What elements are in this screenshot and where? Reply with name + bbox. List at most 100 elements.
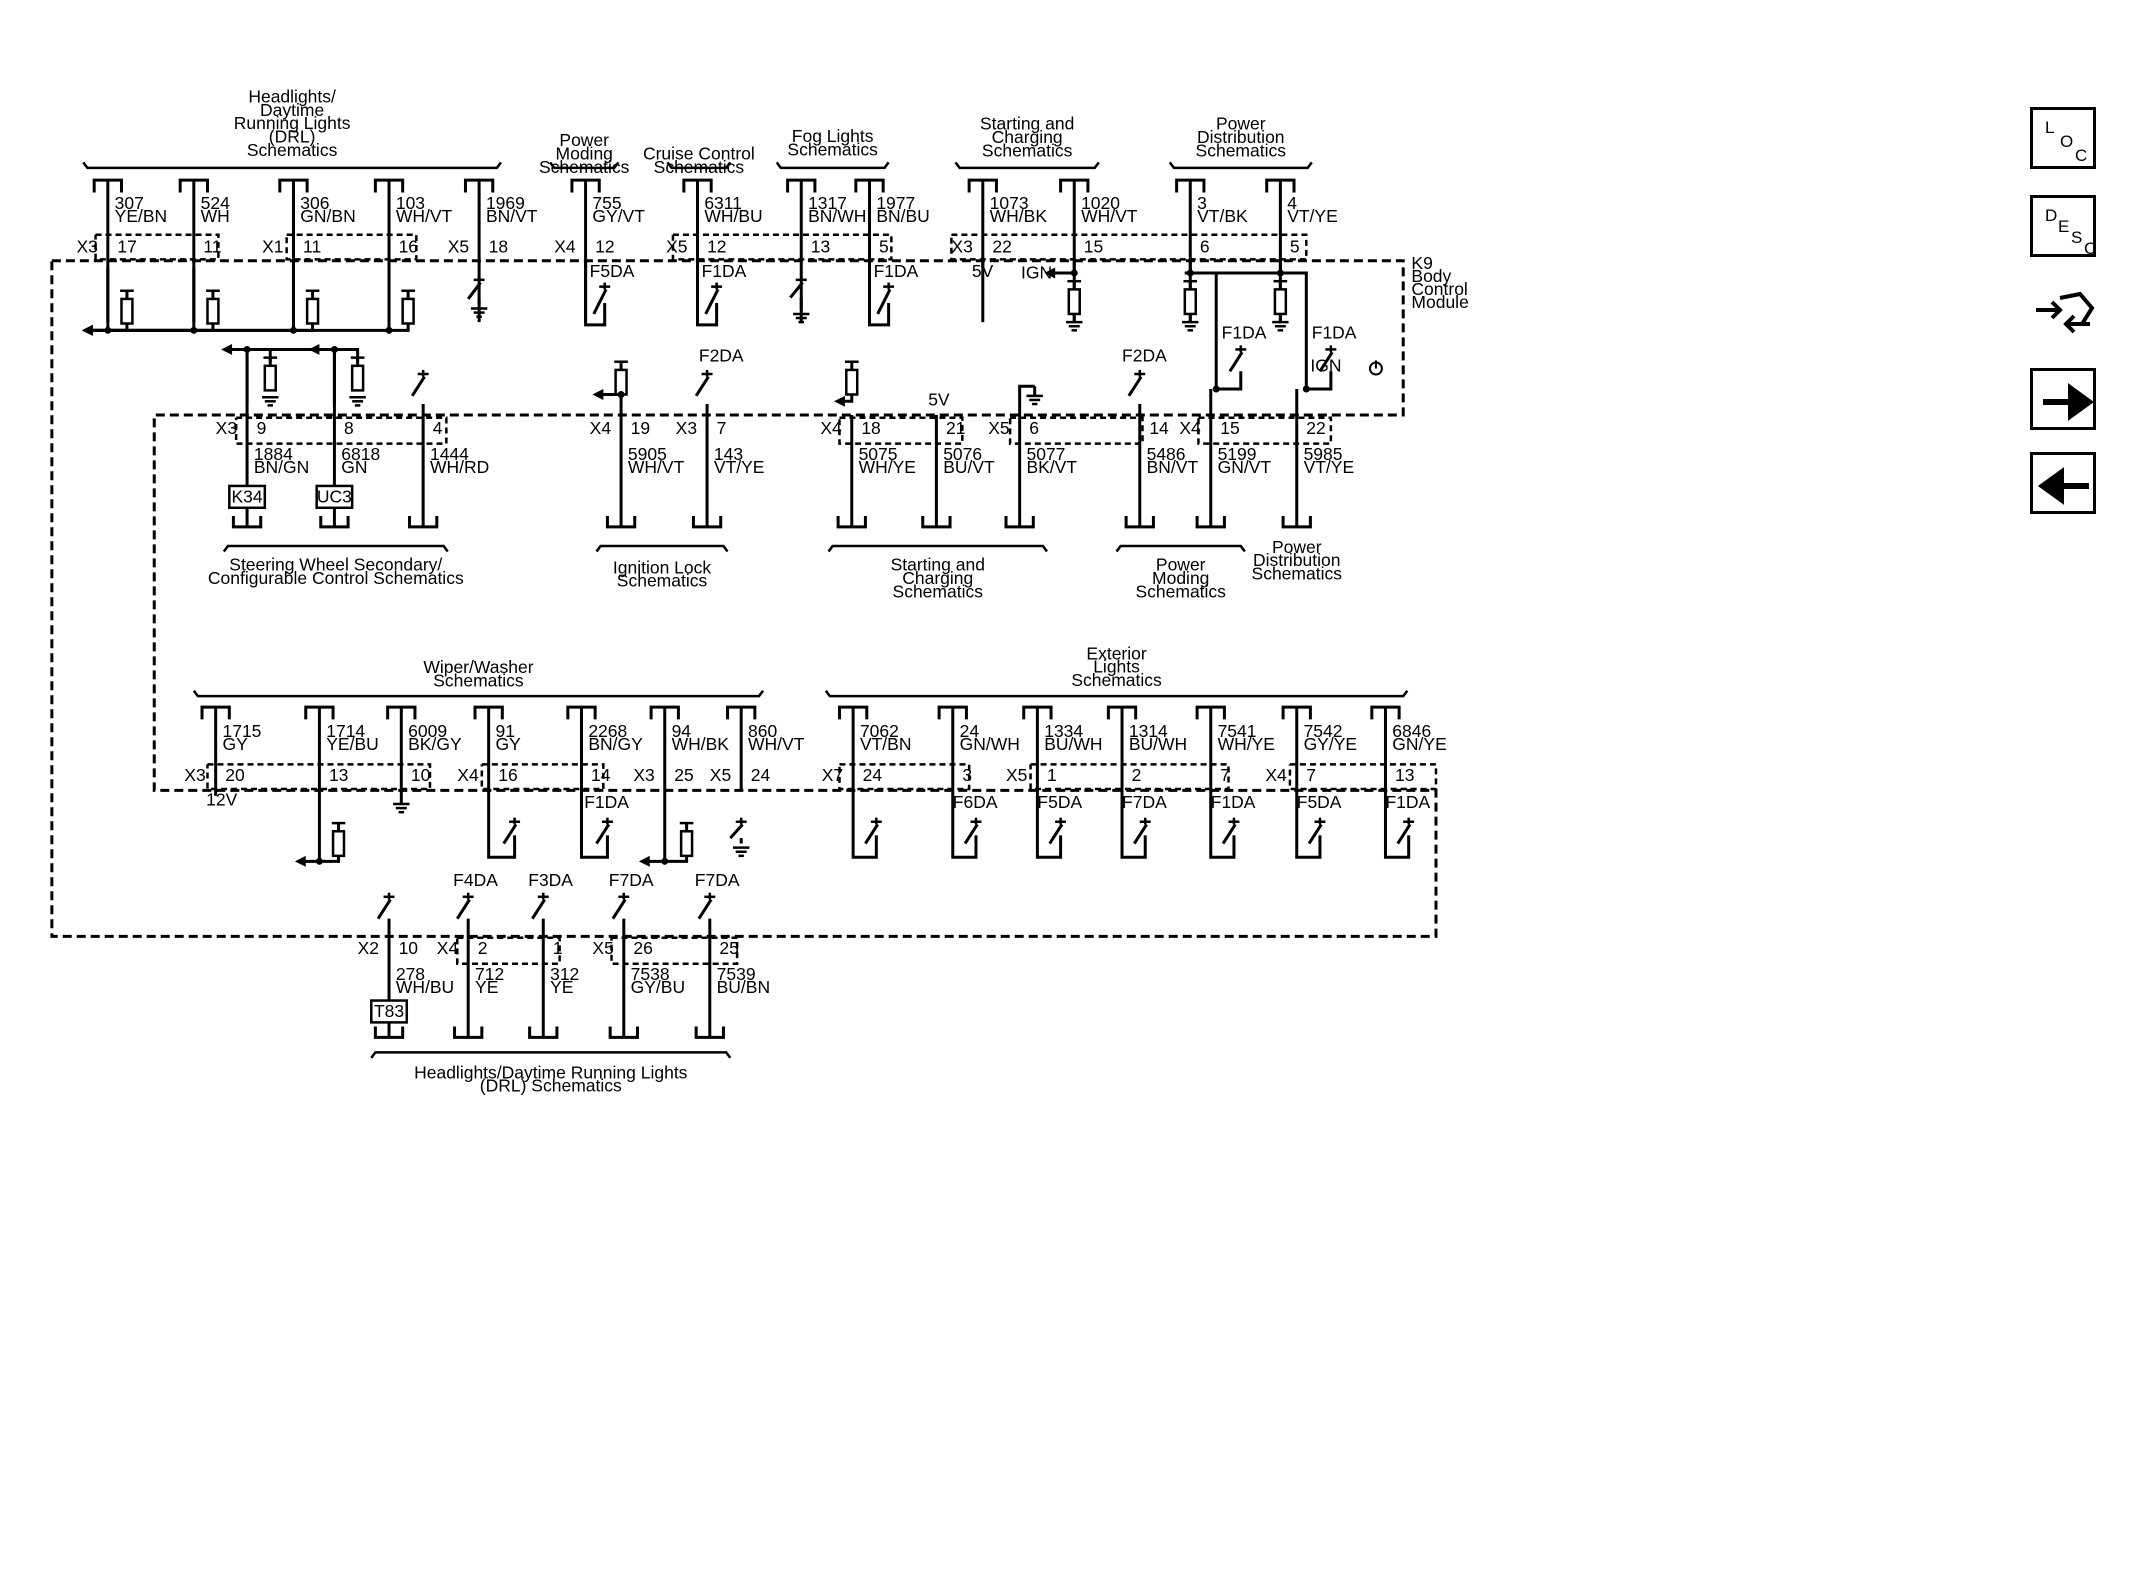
terminal-icon [319, 515, 350, 529]
group-label: Headlights/Daytime Running Lights [414, 1062, 688, 1082]
ground-icon [733, 846, 750, 858]
wire [376, 898, 392, 920]
brace-g_drl_top [82, 161, 502, 170]
arrow-left-icon [1044, 267, 1056, 279]
group-label: Schematics [893, 581, 984, 601]
fuse-label: F1DA [1312, 323, 1357, 343]
resistor-body [614, 368, 628, 396]
resistor-icon [350, 356, 365, 392]
group-label: Power [1156, 555, 1206, 575]
arrow-left-icon [834, 395, 845, 407]
circuit-number: 103 [396, 193, 425, 213]
group-label: Charging [992, 127, 1063, 147]
resistor-icon [263, 356, 278, 392]
connector-id: X5 [710, 765, 731, 785]
circuit-number: 1073 [990, 193, 1029, 213]
wire [234, 416, 448, 445]
connector-tool-icon[interactable] [2030, 284, 2096, 346]
resistor-icon [1183, 279, 1198, 316]
brace-g_ww_low [192, 689, 765, 698]
wire [456, 898, 471, 920]
prev-arrow-icon[interactable] [2030, 452, 2096, 514]
brace-g_cc_top [666, 161, 732, 170]
pin-number: 15 [1084, 237, 1103, 257]
wire-color: VT/YE [714, 457, 765, 477]
wire [90, 267, 196, 332]
wire [94, 233, 220, 261]
group-label: (DRL) [269, 127, 316, 147]
side-button-letter: L [2045, 118, 2055, 137]
wire [1018, 384, 1035, 405]
wire [1115, 544, 1246, 553]
resistor-body [845, 368, 859, 396]
wire-color: GN [341, 457, 367, 477]
wire-color: GY/BU [631, 977, 685, 997]
splice-dot [315, 857, 323, 865]
circuit-number: 7539 [717, 964, 756, 984]
circuit-number: 94 [672, 721, 692, 741]
side-button-letter: O [2060, 132, 2074, 151]
switch-icon [697, 892, 716, 920]
resistor-body [1273, 288, 1288, 316]
circuit-number: 860 [748, 721, 777, 741]
group-label: Schematics [247, 140, 338, 160]
wire-color: WH [201, 206, 230, 226]
circuit-number: 1444 [430, 444, 469, 464]
fuse-label: F6DA [953, 792, 998, 812]
wire-color: WH/YE [859, 457, 916, 477]
brace-g_sw_mid [222, 544, 449, 553]
wire-color: BU/WH [1129, 734, 1187, 754]
resistor-body [120, 297, 134, 325]
voltage-label: 5V [972, 261, 994, 281]
switch-icon [704, 282, 723, 315]
connector-id: X4 [1265, 765, 1287, 785]
wire [595, 823, 611, 845]
wire-color: BK/VT [1026, 457, 1077, 477]
group-label: Power [559, 130, 609, 150]
terminal-icon [1281, 515, 1312, 529]
ground-icon [470, 307, 488, 318]
wire-color: YE/BU [326, 734, 379, 754]
wire [775, 161, 890, 170]
wire [950, 233, 1308, 261]
brace-g_sc_top [954, 161, 1100, 170]
wire [410, 375, 426, 397]
ground-icon [1066, 320, 1083, 332]
wire-color: GN/WH [960, 734, 1020, 754]
ground-icon [793, 312, 810, 324]
module-label: Control [1411, 279, 1467, 299]
brace-g_fog_top [775, 161, 890, 170]
ground-icon [1026, 394, 1043, 406]
fuse-label: F7DA [695, 870, 740, 890]
side-button-letter: C [2084, 239, 2097, 258]
next-arrow-icon[interactable] [2030, 368, 2096, 430]
wire-color: YE [550, 977, 573, 997]
arrow-left-icon [592, 389, 604, 400]
pin-number: 8 [344, 418, 354, 438]
wire-color: BN/VT [1147, 457, 1199, 477]
circuit-number: 7538 [631, 964, 670, 984]
circuit-number: 6311 [704, 193, 742, 213]
voltage-label: 5V [928, 389, 950, 409]
connector-id: X3 [676, 418, 697, 438]
terminal-icon [1124, 515, 1155, 529]
wire [370, 1051, 732, 1059]
switch-icon [1228, 345, 1247, 373]
connector-tool-icon [2036, 291, 2095, 334]
wire [864, 823, 879, 845]
wire-color: GN/BN [300, 206, 355, 226]
switch-icon [876, 282, 895, 315]
wire [647, 788, 667, 863]
device-UC3 [315, 484, 354, 510]
fuse-label: F1DA [1222, 323, 1267, 343]
wire-color: VT/BN [860, 734, 912, 754]
wire-color: GN/YE [1392, 734, 1446, 754]
pin-number: 17 [117, 237, 136, 257]
